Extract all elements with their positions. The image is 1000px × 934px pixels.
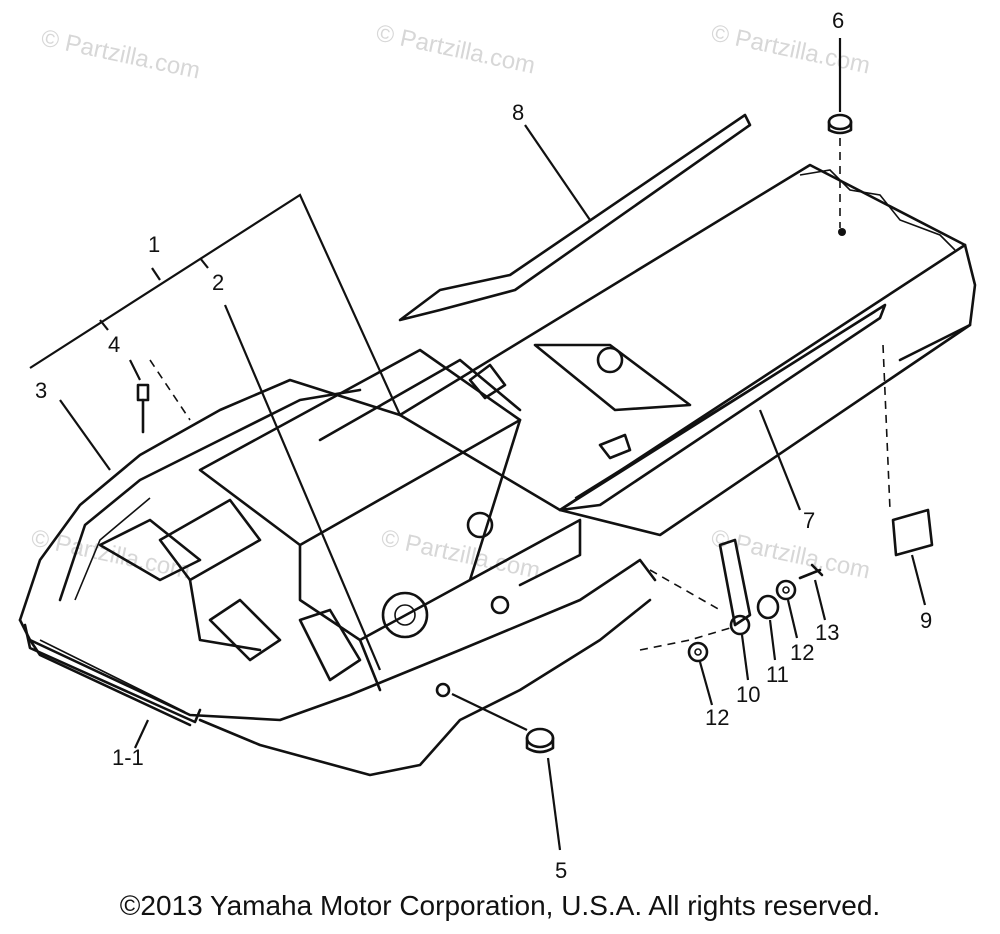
callout-5: 5 (555, 858, 567, 883)
part-8-strip (398, 113, 752, 322)
leader-lines (29, 38, 927, 851)
callout-2: 2 (212, 270, 224, 295)
callout-9: 9 (920, 608, 932, 633)
callout-4: 4 (108, 332, 120, 357)
copyright-notice: ©2013 Yamaha Motor Corporation, U.S.A. A… (119, 890, 881, 921)
watermark: © Partzilla.com (709, 19, 873, 79)
callout-8: 8 (512, 100, 524, 125)
part-4-bolt (136, 383, 150, 434)
callout-1-1: 1-1 (112, 745, 144, 770)
frame-assembly (18, 163, 977, 777)
hardware-group (639, 538, 824, 663)
callout-labels: 1 2 3 4 5 6 7 8 9 10 11 12 12 13 1-1 (35, 8, 932, 883)
callout-12: 12 (705, 705, 729, 730)
callout-12: 12 (790, 640, 814, 665)
callout-6: 6 (832, 8, 844, 33)
part-5-grommet (435, 682, 555, 754)
callout-13: 13 (815, 620, 839, 645)
part-6-cap (827, 113, 853, 135)
watermark: © Partzilla.com (709, 524, 873, 584)
callout-10: 10 (736, 682, 760, 707)
callout-1: 1 (148, 232, 160, 257)
callout-7: 7 (803, 508, 815, 533)
part-9-plate (891, 508, 934, 557)
callout-3: 3 (35, 378, 47, 403)
callout-11: 11 (766, 662, 789, 687)
watermark: © Partzilla.com (374, 19, 538, 79)
watermark: © Partzilla.com (39, 24, 203, 84)
